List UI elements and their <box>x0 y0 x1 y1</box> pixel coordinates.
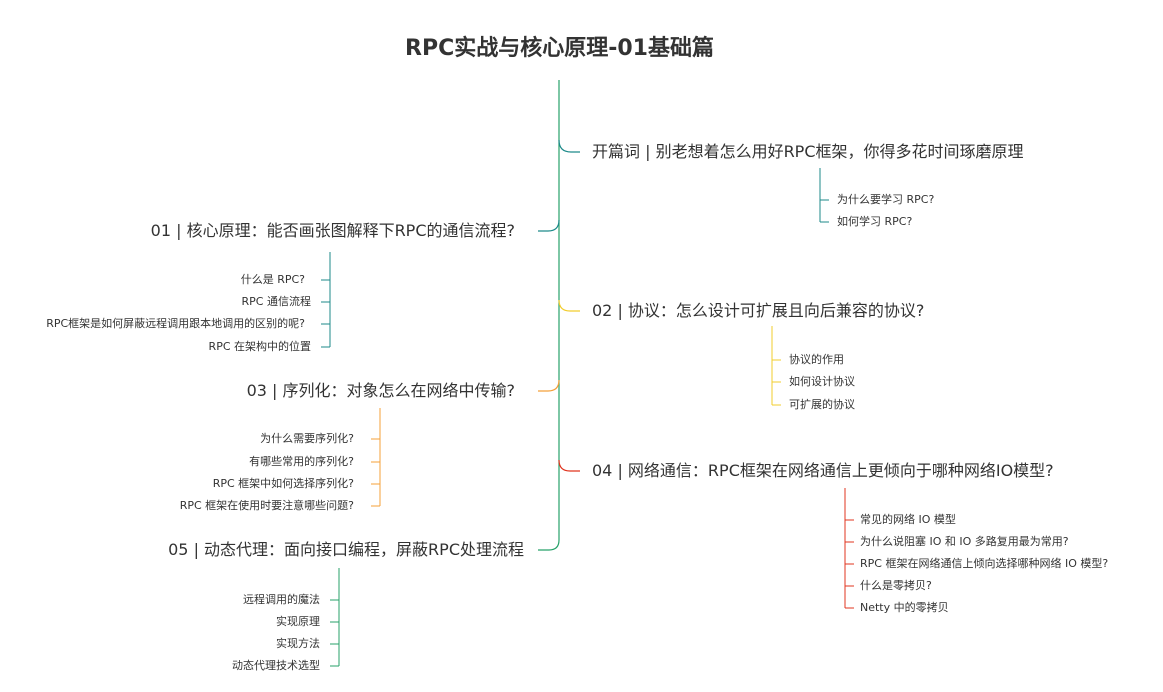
connector-b3 <box>538 379 560 392</box>
leaf-b3-0: 为什么需要序列化? <box>260 432 354 445</box>
leaf-b1-1: RPC 通信流程 <box>241 295 311 308</box>
connector-b4 <box>558 459 580 472</box>
leaf-b4-0: 常见的网络 IO 模型 <box>860 513 956 526</box>
leaf-b4-1: 为什么说阻塞 IO 和 IO 多路复用最为常用? <box>860 535 1069 548</box>
branch-label-b4[interactable]: 04 | 网络通信：RPC框架在网络通信上更倾向于哪种网络IO模型? <box>592 461 1054 480</box>
leaf-b1-0: 什么是 RPC? <box>240 273 305 286</box>
branch-label-b2[interactable]: 02 | 协议：怎么设计可扩展且向后兼容的协议? <box>592 301 925 320</box>
leaf-b5-3: 动态代理技术选型 <box>232 659 320 672</box>
connector-b2 <box>558 299 580 312</box>
leaf-b3-1: 有哪些常用的序列化? <box>249 455 354 468</box>
leaf-b0-1: 如何学习 RPC? <box>837 215 913 228</box>
trunk-line <box>538 80 560 551</box>
leaf-b2-0: 协议的作用 <box>789 353 844 366</box>
branch-label-b5[interactable]: 05 | 动态代理：面向接口编程，屏蔽RPC处理流程 <box>168 540 524 559</box>
leaf-b2-1: 如何设计协议 <box>789 375 855 388</box>
connector-b1 <box>538 219 560 232</box>
leaf-b1-3: RPC 在架构中的位置 <box>208 340 311 353</box>
leaf-b2-2: 可扩展的协议 <box>789 398 855 411</box>
leaf-b5-0: 远程调用的魔法 <box>243 593 320 606</box>
leaf-b3-2: RPC 框架中如何选择序列化? <box>212 477 354 490</box>
page-title: RPC实战与核心原理-01基础篇 <box>405 36 714 61</box>
leaf-b4-3: 什么是零拷贝? <box>860 579 932 592</box>
leaf-b5-1: 实现原理 <box>276 615 320 628</box>
leaf-b4-4: Netty 中的零拷贝 <box>860 601 949 614</box>
branch-label-b3[interactable]: 03 | 序列化：对象怎么在网络中传输? <box>246 381 515 400</box>
leaf-b0-0: 为什么要学习 RPC? <box>837 193 935 206</box>
leaf-b1-2: RPC框架是如何屏蔽远程调用跟本地调用的区别的呢? <box>46 317 305 330</box>
leaf-b3-3: RPC 框架在使用时要注意哪些问题? <box>179 499 354 512</box>
branch-label-b1[interactable]: 01 | 核心原理：能否画张图解释下RPC的通信流程? <box>150 221 515 240</box>
connector-b0 <box>558 139 580 153</box>
leaf-b4-2: RPC 框架在网络通信上倾向选择哪种网络 IO 模型? <box>860 557 1109 570</box>
leaf-b5-2: 实现方法 <box>276 637 320 650</box>
branch-label-b0[interactable]: 开篇词 | 别老想着怎么用好RPC框架，你得多花时间琢磨原理 <box>592 142 1024 161</box>
